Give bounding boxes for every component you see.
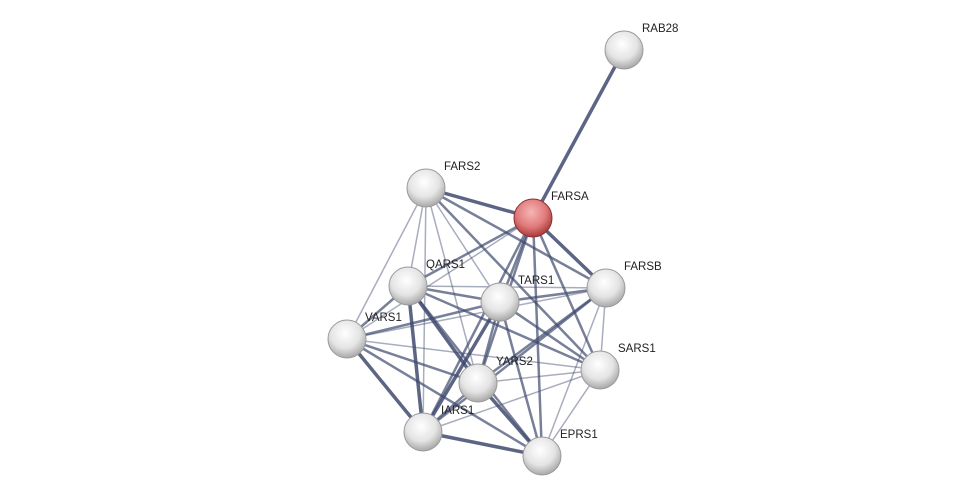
node-yars2[interactable]: YARS2 — [458, 356, 533, 403]
edge-fars2-vars1[interactable] — [346, 187, 427, 340]
edges-layer — [345, 49, 626, 458]
edge-farsb-vars1[interactable] — [346, 287, 607, 340]
edge-yars2-sars1[interactable] — [477, 369, 601, 384]
node-sphere[interactable] — [388, 266, 428, 306]
node-sphere[interactable] — [580, 350, 620, 390]
edge-vars1-eprs1[interactable] — [346, 337, 543, 458]
node-tars1[interactable]: TARS1 — [480, 275, 554, 322]
edge-fars2-farsb[interactable] — [425, 186, 607, 290]
edge-farsb-eprs1[interactable] — [541, 287, 607, 457]
edge-tars1-iars1[interactable] — [421, 301, 502, 433]
node-sphere[interactable] — [403, 412, 443, 452]
node-farsa[interactable]: FARSA — [513, 191, 589, 238]
node-sphere[interactable] — [406, 168, 446, 208]
node-sphere[interactable] — [513, 198, 553, 238]
edge-tars1-eprs1[interactable] — [498, 301, 544, 457]
node-sphere[interactable] — [522, 436, 562, 476]
node-label: YARS2 — [496, 356, 533, 368]
node-rab28[interactable]: RAB28 — [604, 23, 678, 70]
edge-tars1-vars1[interactable] — [346, 300, 501, 341]
edge-qars1-iars1[interactable] — [406, 285, 425, 433]
node-farsb[interactable]: FARSB — [586, 261, 662, 308]
edge-tars1-sars1[interactable] — [499, 300, 601, 372]
node-label: FARSB — [624, 261, 662, 273]
node-sphere[interactable] — [604, 30, 644, 70]
node-label: QARS1 — [426, 259, 465, 271]
node-sphere[interactable] — [327, 319, 367, 359]
edge-farsa-vars1[interactable] — [346, 217, 534, 340]
edge-iars1-eprs1[interactable] — [422, 430, 543, 458]
edge-farsa-qars1[interactable] — [407, 216, 534, 288]
edge-fars2-tars1[interactable] — [425, 187, 501, 303]
edge-vars1-yars2[interactable] — [346, 337, 479, 385]
node-vars1[interactable]: VARS1 — [327, 312, 402, 359]
node-label: VARS1 — [365, 312, 402, 324]
node-sphere[interactable] — [586, 268, 626, 308]
node-sphere[interactable] — [480, 282, 520, 322]
node-iars1[interactable]: IARS1 — [403, 405, 474, 452]
edge-farsa-eprs1[interactable] — [531, 217, 544, 457]
node-fars2[interactable]: FARS2 — [406, 161, 480, 208]
node-label: SARS1 — [618, 343, 656, 355]
node-label: EPRS1 — [560, 429, 598, 441]
node-eprs1[interactable]: EPRS1 — [522, 429, 598, 476]
edge-farsa-rab28[interactable] — [531, 49, 626, 219]
edge-vars1-sars1[interactable] — [346, 338, 601, 371]
node-sars1[interactable]: SARS1 — [580, 343, 656, 390]
edge-farsb-iars1[interactable] — [422, 287, 607, 433]
edge-fars2-sars1[interactable] — [425, 187, 601, 371]
node-qars1[interactable]: QARS1 — [388, 259, 465, 306]
edge-vars1-iars1[interactable] — [345, 337, 425, 434]
node-label: FARS2 — [444, 161, 480, 173]
node-label: TARS1 — [518, 275, 554, 287]
edge-qars1-sars1[interactable] — [407, 284, 601, 372]
node-label: RAB28 — [642, 23, 678, 35]
edge-iars1-sars1[interactable] — [422, 369, 601, 433]
node-label: FARSA — [551, 191, 589, 203]
node-label: IARS1 — [441, 405, 474, 417]
node-sphere[interactable] — [458, 363, 498, 403]
